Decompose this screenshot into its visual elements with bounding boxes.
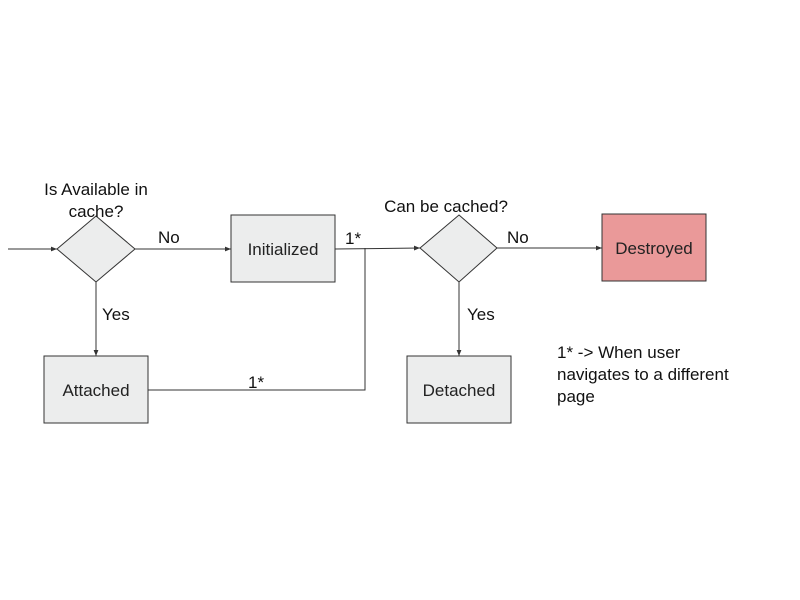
state-initialized-box: [230, 214, 336, 283]
state-initialized-label: Initialized: [248, 240, 319, 259]
state-destroyed-box: [601, 213, 707, 282]
decision-available-in-cache: [56, 215, 136, 283]
edge-attached-to-cacheable: [148, 248, 366, 391]
edge-label-cacheable-yes: Yes: [467, 305, 495, 324]
state-attached-box: [43, 355, 149, 424]
decision-cacheable-question: Can be cached?: [384, 197, 508, 216]
edge-label-initialized-1star: 1*: [345, 229, 361, 248]
decision-available-question-line2: cache?: [69, 202, 124, 221]
state-detached-label: Detached: [423, 381, 496, 400]
state-detached-box: [406, 355, 512, 424]
edge-label-attached-1star: 1*: [248, 373, 264, 392]
footnote-line1: 1* -> When user: [557, 343, 681, 362]
state-destroyed-label: Destroyed: [615, 239, 692, 258]
state-attached-label: Attached: [62, 381, 129, 400]
decision-available-question-line1: Is Available in: [44, 180, 148, 199]
decision-can-be-cached: [419, 214, 498, 283]
edge-label-available-yes: Yes: [102, 305, 130, 324]
footnote-line2: navigates to a different: [557, 365, 729, 384]
edge-initialized-to-cacheable: [334, 245, 421, 251]
edge-label-cacheable-no: No: [507, 228, 529, 247]
edge-label-available-no: No: [158, 228, 180, 247]
footnote-line3: page: [557, 387, 595, 406]
